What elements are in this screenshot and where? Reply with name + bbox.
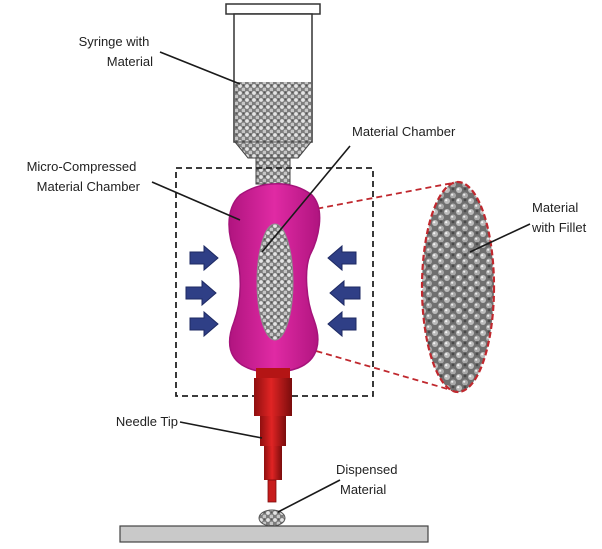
needle-tip — [254, 368, 292, 503]
arrow-icon — [329, 279, 361, 307]
label-fillet: Material with Fillet — [531, 200, 587, 235]
label-material-chamber: Material Chamber — [352, 124, 456, 139]
syringe-material — [235, 82, 311, 142]
arrow-icon — [327, 310, 357, 338]
syringe-cap — [225, 3, 321, 15]
dispensed-material — [258, 509, 286, 527]
syringe-taper — [233, 141, 313, 159]
arrow-icon — [189, 310, 219, 338]
label-micro-chamber: Micro-Compressed Material Chamber — [27, 159, 141, 194]
syringe — [225, 3, 321, 185]
micro-compressed-chamber — [228, 183, 321, 374]
label-syringe: Syringe with Material — [79, 34, 154, 69]
label-needle: Needle Tip — [116, 414, 178, 429]
leader-fillet — [469, 223, 531, 253]
needle-lower — [264, 446, 282, 480]
arrow-icon — [327, 244, 357, 272]
leader-dispensed — [277, 479, 341, 513]
leader-micro-chamber — [151, 181, 241, 221]
needle-middle — [260, 416, 286, 446]
needle-upper — [254, 378, 292, 416]
arrow-icon — [189, 244, 219, 272]
substrate-plate — [119, 525, 429, 543]
needle-tube — [267, 479, 277, 503]
leader-syringe — [159, 51, 241, 85]
label-dispensed: Dispensed Material — [336, 462, 401, 497]
leader-material-chamber — [261, 145, 351, 253]
needle-hub — [256, 368, 290, 378]
arrow-icon — [185, 279, 217, 307]
syringe-neck — [255, 157, 291, 185]
compression-arrows — [185, 244, 361, 338]
leader-needle — [179, 421, 263, 439]
material-fillet-zoom — [420, 180, 496, 394]
material-chamber — [256, 223, 294, 341]
leader-lines — [151, 51, 531, 513]
